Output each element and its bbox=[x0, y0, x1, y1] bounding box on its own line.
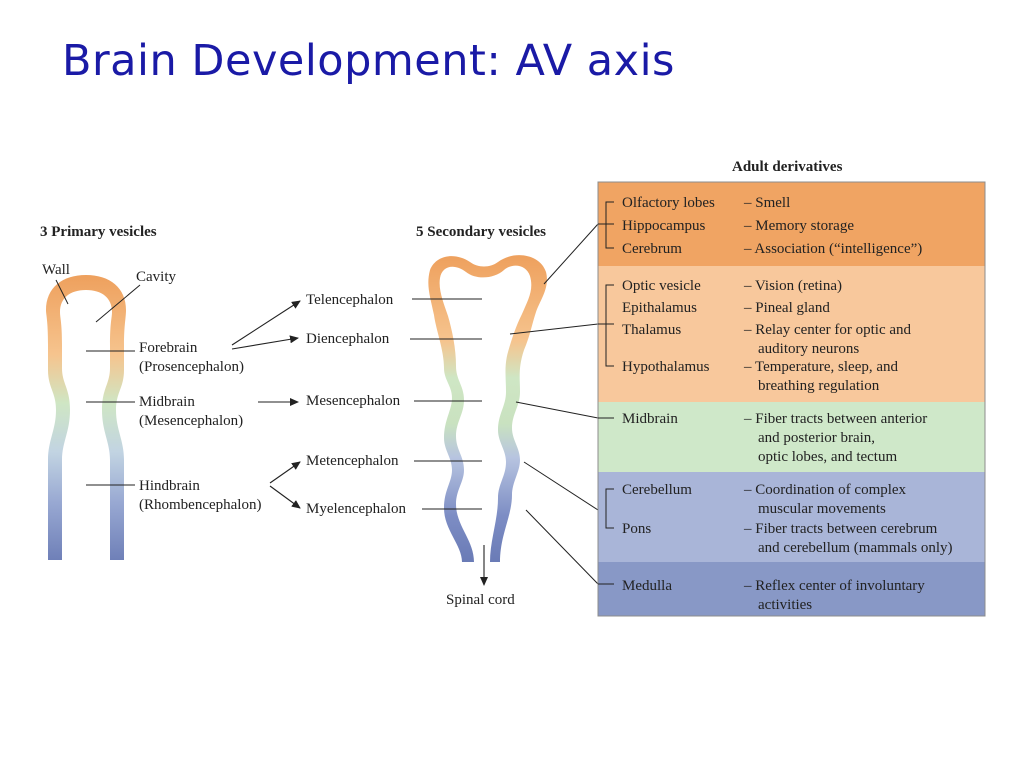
function-midbrain-line2: and posterior brain, bbox=[758, 430, 875, 446]
arrow-to-metencephalon bbox=[269, 461, 301, 484]
function-cerebrum: – Association (“intelligence”) bbox=[743, 241, 922, 257]
structure-midbrain: Midbrain bbox=[622, 411, 678, 427]
wall-label: Wall bbox=[42, 262, 70, 278]
structure-epithalamus: Epithalamus bbox=[622, 300, 697, 316]
spinal-cord-label: Spinal cord bbox=[446, 592, 515, 608]
function-midbrain: – Fiber tracts between anterior bbox=[743, 411, 927, 427]
midbrain-label: Midbrain bbox=[139, 394, 195, 410]
cavity-label: Cavity bbox=[136, 269, 176, 285]
connector-metencephalon bbox=[523, 461, 599, 511]
secondary-vesicles-heading: 5 Secondary vesicles bbox=[416, 224, 546, 240]
function-medulla: – Reflex center of involuntary bbox=[743, 578, 925, 594]
wall-pointer bbox=[55, 279, 69, 305]
function-hypothalamus-line2: breathing regulation bbox=[758, 378, 880, 394]
hindbrain-label: Hindbrain bbox=[139, 478, 200, 494]
midbrain-latin-label: (Mesencephalon) bbox=[139, 413, 243, 429]
arrow-to-myelencephalon bbox=[269, 485, 301, 509]
forebrain-latin-label: (Prosencephalon) bbox=[139, 359, 244, 375]
function-optic-vesicle: – Vision (retina) bbox=[743, 278, 842, 294]
cavity-pointer bbox=[95, 284, 141, 323]
mesencephalon-label: Mesencephalon bbox=[306, 393, 401, 409]
diencephalon-label: Diencephalon bbox=[306, 331, 390, 347]
connector-diencephalon bbox=[509, 323, 599, 335]
structure-optic-vesicle: Optic vesicle bbox=[622, 278, 701, 294]
function-medulla-line2: activities bbox=[758, 597, 812, 613]
table-border bbox=[597, 181, 986, 617]
function-hippocampus: – Memory storage bbox=[743, 218, 854, 234]
band-telencephalon bbox=[598, 182, 985, 266]
bracket-metencephalon bbox=[605, 488, 614, 529]
secondary-vesicle-tube bbox=[428, 255, 547, 563]
band-metencephalon bbox=[598, 472, 985, 562]
telencephalon-label: Telencephalon bbox=[306, 292, 394, 308]
function-cerebellum: – Coordination of complex bbox=[743, 482, 907, 498]
function-hypothalamus: – Temperature, sleep, and bbox=[743, 359, 899, 375]
structure-pons: Pons bbox=[622, 521, 651, 537]
function-olfactory-lobes: – Smell bbox=[743, 195, 790, 211]
band-mesencephalon bbox=[598, 402, 985, 472]
forebrain-label: Forebrain bbox=[139, 340, 198, 356]
primary-vesicle-tube bbox=[46, 275, 126, 560]
adult-derivatives-table: Olfactory lobes – Smell Hippocampus – Me… bbox=[597, 181, 986, 617]
arrow-to-diencephalon bbox=[231, 335, 299, 350]
connector-mesencephalon bbox=[515, 401, 599, 419]
arrow-to-telencephalon bbox=[231, 300, 301, 346]
function-pons: – Fiber tracts between cerebrum bbox=[743, 521, 938, 537]
function-cerebellum-line2: muscular movements bbox=[758, 501, 886, 517]
hindbrain-latin-label: (Rhombencephalon) bbox=[139, 497, 261, 513]
structure-thalamus: Thalamus bbox=[622, 322, 681, 338]
structure-medulla: Medulla bbox=[622, 578, 672, 594]
band-myelencephalon bbox=[598, 562, 985, 616]
function-thalamus-line2: auditory neurons bbox=[758, 341, 859, 357]
bracket-diencephalon bbox=[598, 284, 614, 367]
connector-telencephalon bbox=[543, 223, 599, 285]
function-thalamus: – Relay center for optic and bbox=[743, 322, 912, 338]
function-epithalamus: – Pineal gland bbox=[743, 300, 830, 316]
structure-hippocampus: Hippocampus bbox=[622, 218, 705, 234]
slide-title: Brain Development: AV axis bbox=[62, 36, 675, 86]
myelencephalon-label: Myelencephalon bbox=[306, 501, 406, 517]
function-pons-line2: and cerebellum (mammals only) bbox=[758, 540, 953, 556]
structure-cerebellum: Cerebellum bbox=[622, 482, 692, 498]
structure-cerebrum: Cerebrum bbox=[622, 241, 682, 257]
metencephalon-label: Metencephalon bbox=[306, 453, 399, 469]
function-midbrain-line3: optic lobes, and tectum bbox=[758, 449, 897, 465]
adult-derivatives-heading: Adult derivatives bbox=[732, 159, 843, 175]
structure-olfactory-lobes: Olfactory lobes bbox=[622, 195, 715, 211]
connector-myelencephalon bbox=[525, 509, 599, 585]
band-diencephalon bbox=[598, 266, 985, 402]
structure-hypothalamus: Hypothalamus bbox=[622, 359, 710, 375]
bracket-telencephalon bbox=[598, 201, 614, 249]
primary-vesicles-heading: 3 Primary vesicles bbox=[40, 224, 157, 240]
